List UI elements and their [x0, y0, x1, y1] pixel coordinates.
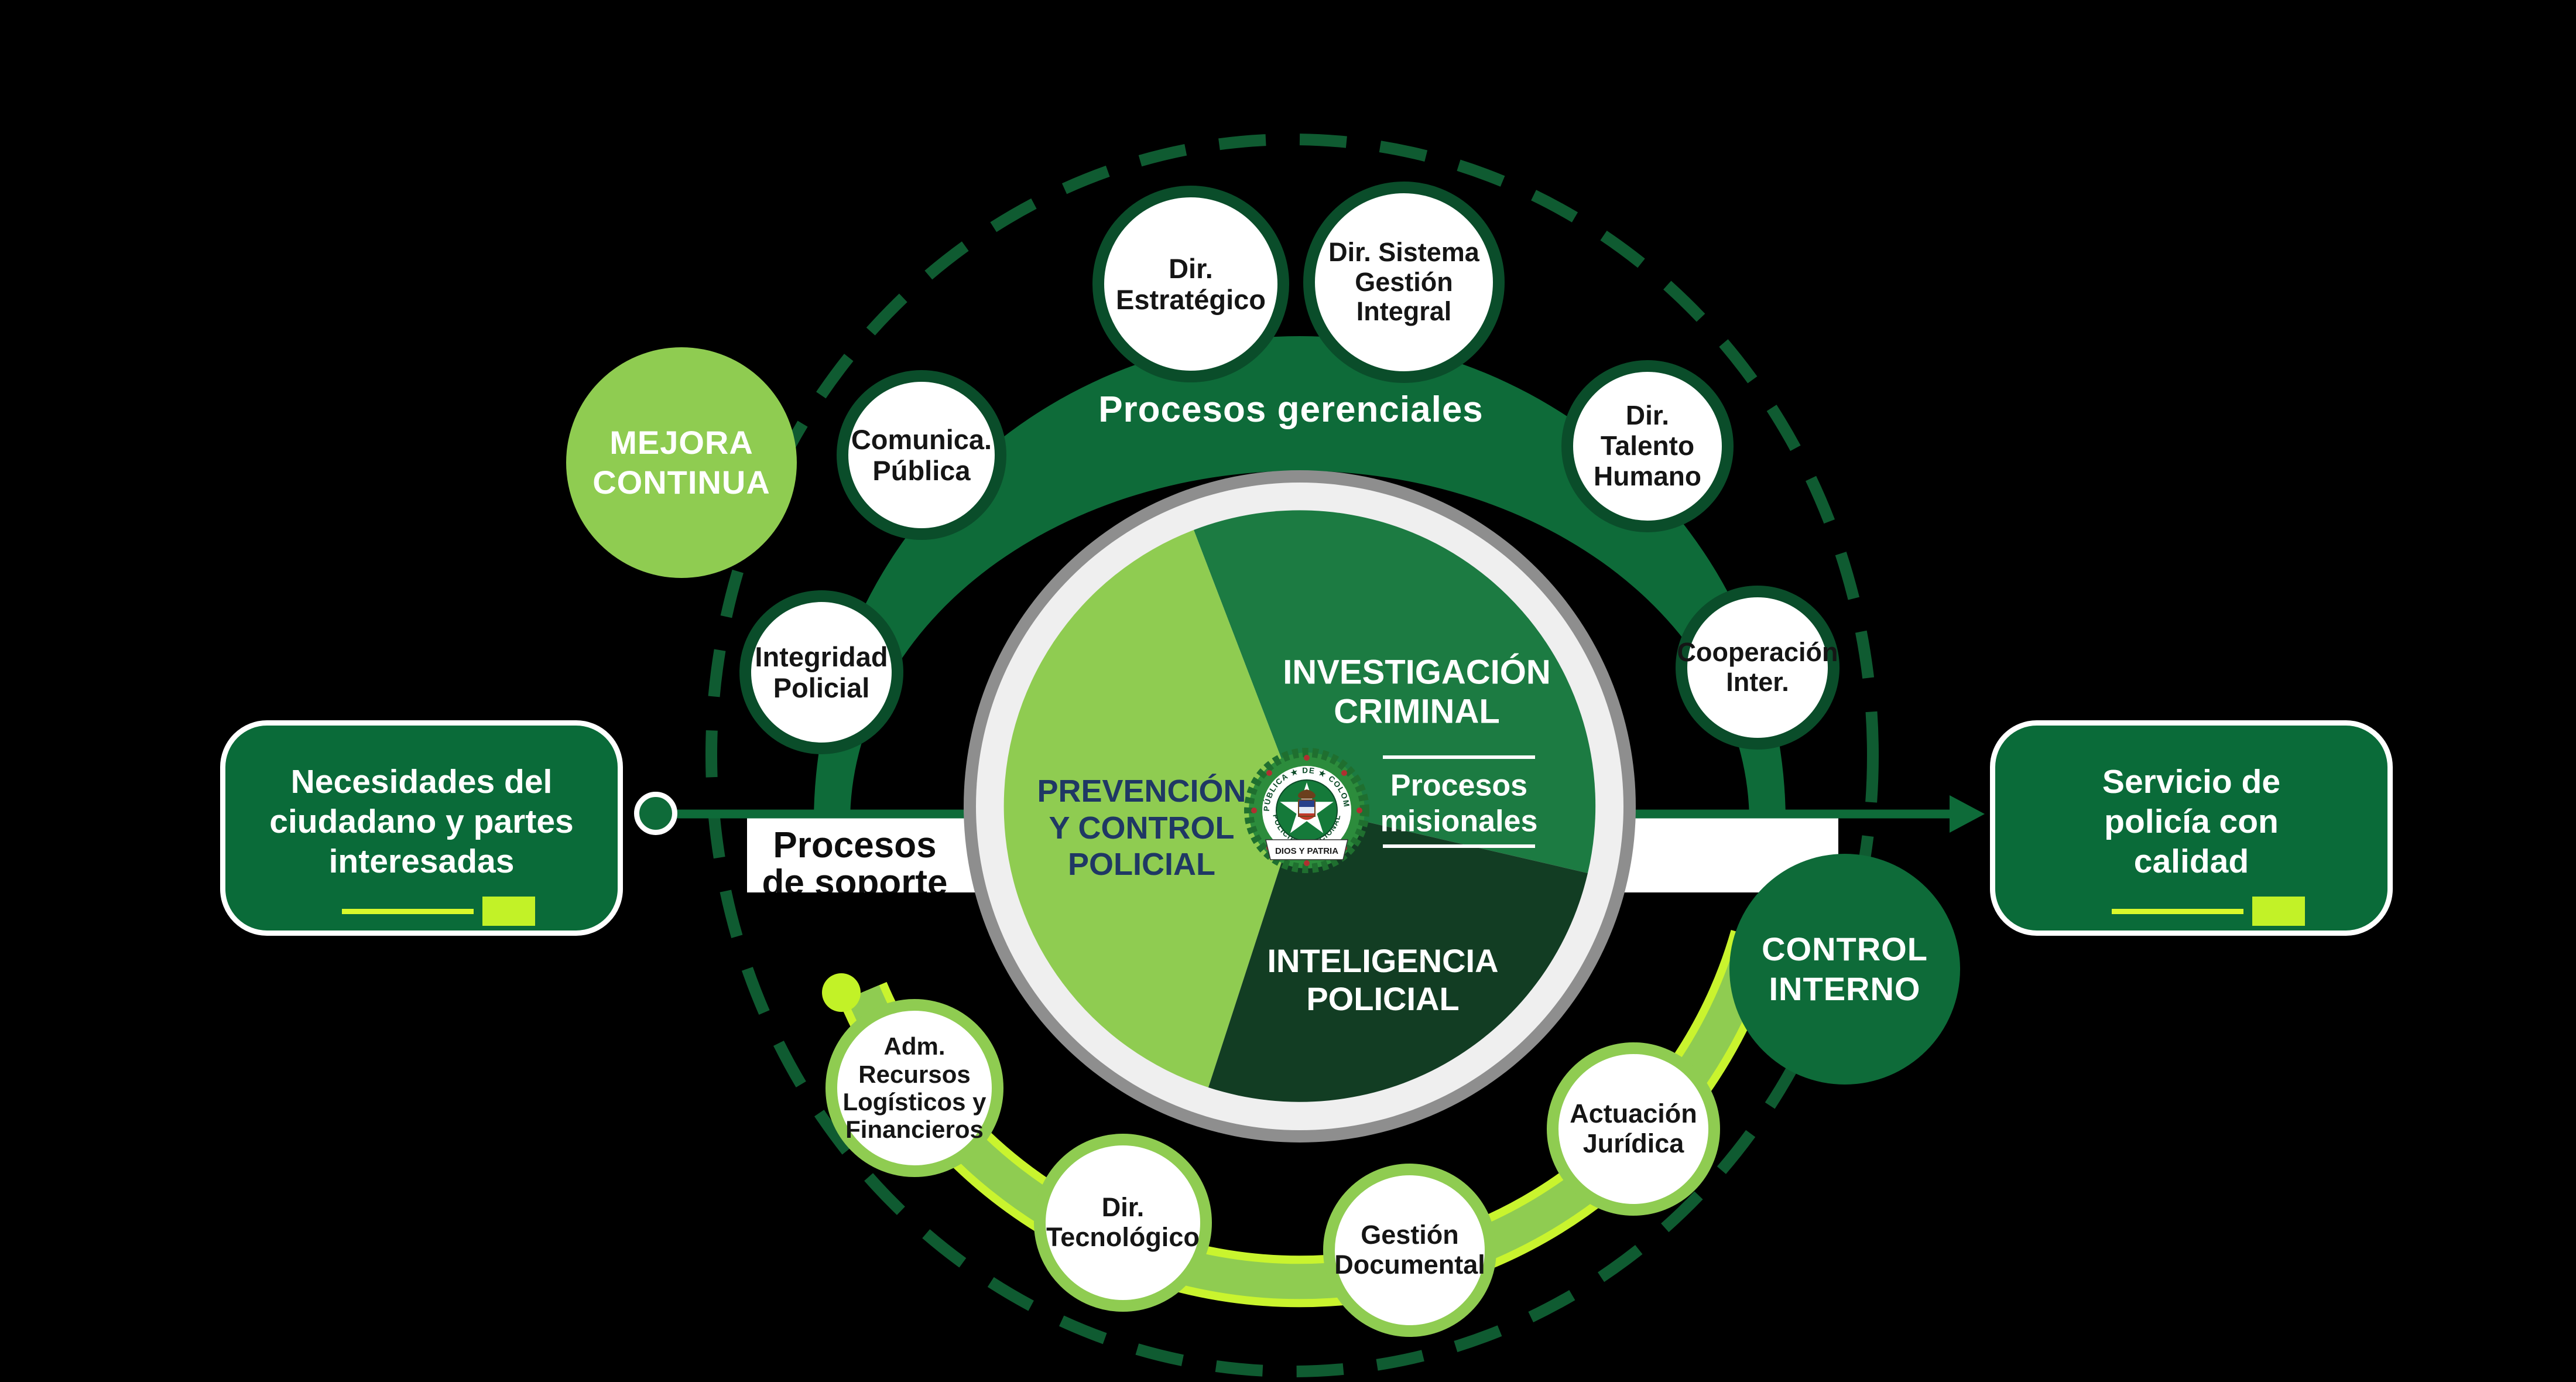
gerenciales-arc-label: Procesos gerenciales: [1098, 389, 1484, 430]
pie-label-misionales: Procesos misionales: [1380, 768, 1538, 839]
emblem-wreath-leaves: [1244, 748, 1369, 873]
process-circle-cooperacion: Cooperación Inter.: [1676, 586, 1839, 750]
misionales-rule-bottom: [1383, 844, 1535, 848]
input-connector-dot: [634, 792, 677, 835]
input-box-underline: [342, 909, 474, 914]
output-box-underline: [2112, 909, 2243, 914]
process-circle-mejora: MEJORA CONTINUA: [566, 347, 797, 578]
support-band-line2: de soporte: [762, 863, 948, 893]
support-band-label: Procesos de soporte: [747, 817, 962, 893]
gerenciales-arc: [814, 336, 1786, 822]
emblem-banner: DIOS Y PATRIA: [1265, 839, 1348, 860]
pie-slice-prevencion: [1003, 530, 1300, 1087]
process-circle-adm: Adm. Recursos Logísticos y Financieros: [825, 999, 1003, 1177]
process-circle-integridad: Integridad Policial: [739, 590, 903, 754]
flow-arrow-head: [1950, 795, 1985, 833]
input-box-marker: [482, 897, 535, 926]
process-circle-gestion: Gestión Documental: [1323, 1164, 1496, 1337]
input-box: Necesidades del ciudadano y partes inter…: [220, 720, 623, 936]
pie-label-investigacion: INVESTIGACIÓN CRIMINAL: [1283, 653, 1551, 731]
support-band-line1: Procesos: [773, 825, 937, 866]
process-circle-actuacion: Actuación Jurídica: [1547, 1042, 1720, 1216]
output-box-marker: [2252, 897, 2305, 926]
misionales-rule-top: [1383, 755, 1535, 759]
pie-label-prevencion: PREVENCIÓN Y CONTROL POLICIAL: [1037, 774, 1246, 882]
emblem-banner-text: DIOS Y PATRIA: [1275, 846, 1338, 856]
pie-slice-inteligencia: [1208, 806, 1588, 1102]
output-box-label: Servicio de policía con calidad: [2102, 763, 2281, 880]
process-circle-comunica: Comunica. Pública: [837, 370, 1006, 540]
output-box: Servicio de policía con calidad: [1990, 720, 2393, 936]
process-circle-sistema: Dir. Sistema Gestión Integral: [1303, 182, 1505, 383]
process-circle-tecnologico: Dir. Tecnológico: [1034, 1134, 1212, 1312]
emblem-condor: [1298, 789, 1316, 799]
process-circle-talento: Dir. Talento Humano: [1561, 360, 1734, 532]
police-emblem: REPÚBLICA ★ DE ★ COLOMBIA POLICÍA ★ NACI…: [1244, 748, 1369, 873]
process-circle-control: CONTROL INTERNO: [1729, 854, 1960, 1085]
dashed-boundary-circle: [705, 134, 1879, 1377]
pie-label-inteligencia: INTELIGENCIA POLICIAL: [1267, 942, 1499, 1017]
process-circle-estrategico: Dir. Estratégico: [1092, 186, 1289, 382]
input-box-label: Necesidades del ciudadano y partes inter…: [269, 763, 574, 880]
emblem-shield: [1298, 799, 1316, 820]
soporte-arc-start-dot: [822, 973, 861, 1012]
